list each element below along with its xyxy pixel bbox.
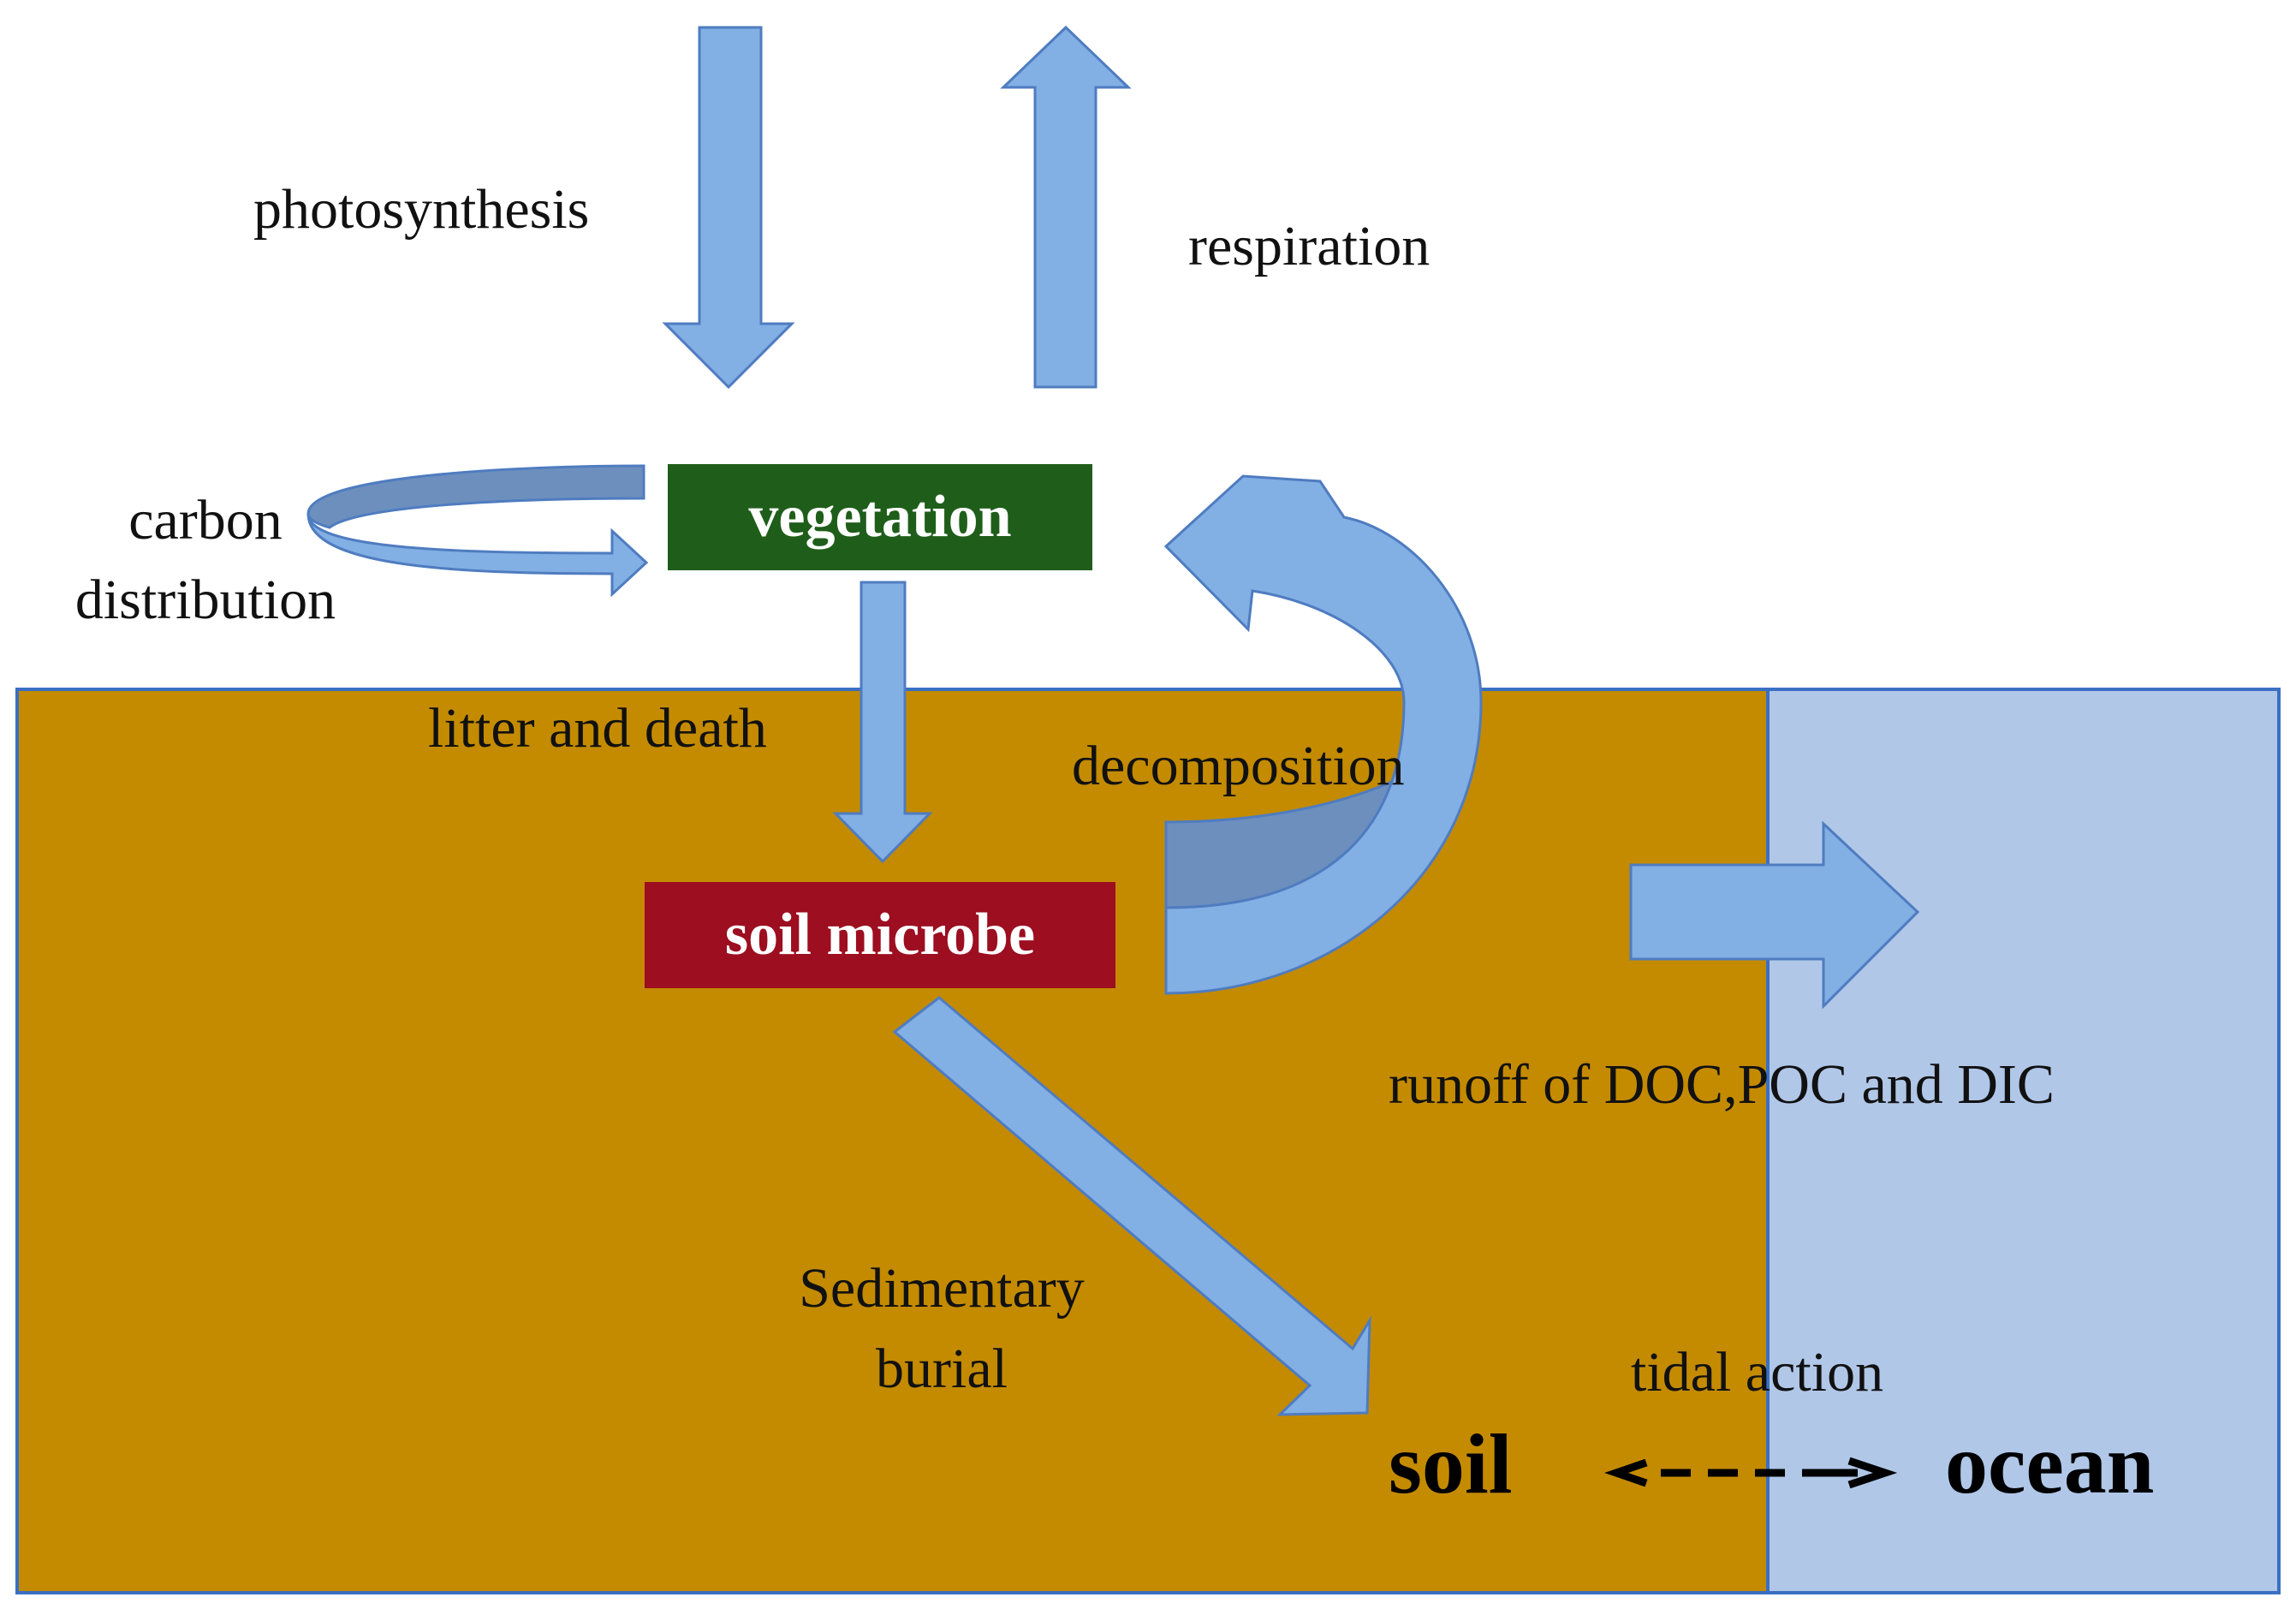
photosynthesis-arrow — [662, 26, 795, 390]
carbon-distribution-arrow-front — [306, 513, 649, 598]
ocean-node-label: ocean — [1945, 1416, 2155, 1511]
carbon-distribution-arrow-back — [306, 464, 645, 529]
respiration-label: respiration — [1188, 215, 1431, 277]
dashed-double-arrow-icon — [1604, 1457, 1898, 1489]
respiration-arrow — [1000, 25, 1132, 389]
carbon-distribution-label-2: distribution — [74, 569, 336, 631]
soil-microbe-label: soil microbe — [724, 902, 1036, 968]
ocean-region — [1766, 688, 2281, 1594]
litter-and-death-label: litter and death — [428, 697, 767, 760]
runoff-label: runoff of DOC,POC and DIC — [1389, 1053, 2055, 1116]
decomposition-arrow-front — [1163, 474, 1483, 995]
vegetation-box: vegetation — [668, 464, 1092, 570]
sedimentary-burial-arrow — [892, 996, 1371, 1416]
litter-and-death-arrow — [832, 581, 933, 864]
soil-microbe-box: soil microbe — [645, 882, 1115, 988]
photosynthesis-label: photosynthesis — [253, 178, 590, 241]
soil-node-label: soil — [1389, 1416, 1513, 1511]
sedimentary-burial-label-2: burial — [876, 1338, 1008, 1400]
sedimentary-burial-label-1: Sedimentary — [799, 1257, 1085, 1320]
tidal-action-label: tidal action — [1631, 1341, 1884, 1403]
carbon-distribution-label-1: carbon — [128, 489, 283, 551]
decomposition-label: decomposition — [1072, 735, 1405, 797]
runoff-arrow — [1629, 820, 1920, 1010]
vegetation-label: vegetation — [748, 484, 1012, 550]
